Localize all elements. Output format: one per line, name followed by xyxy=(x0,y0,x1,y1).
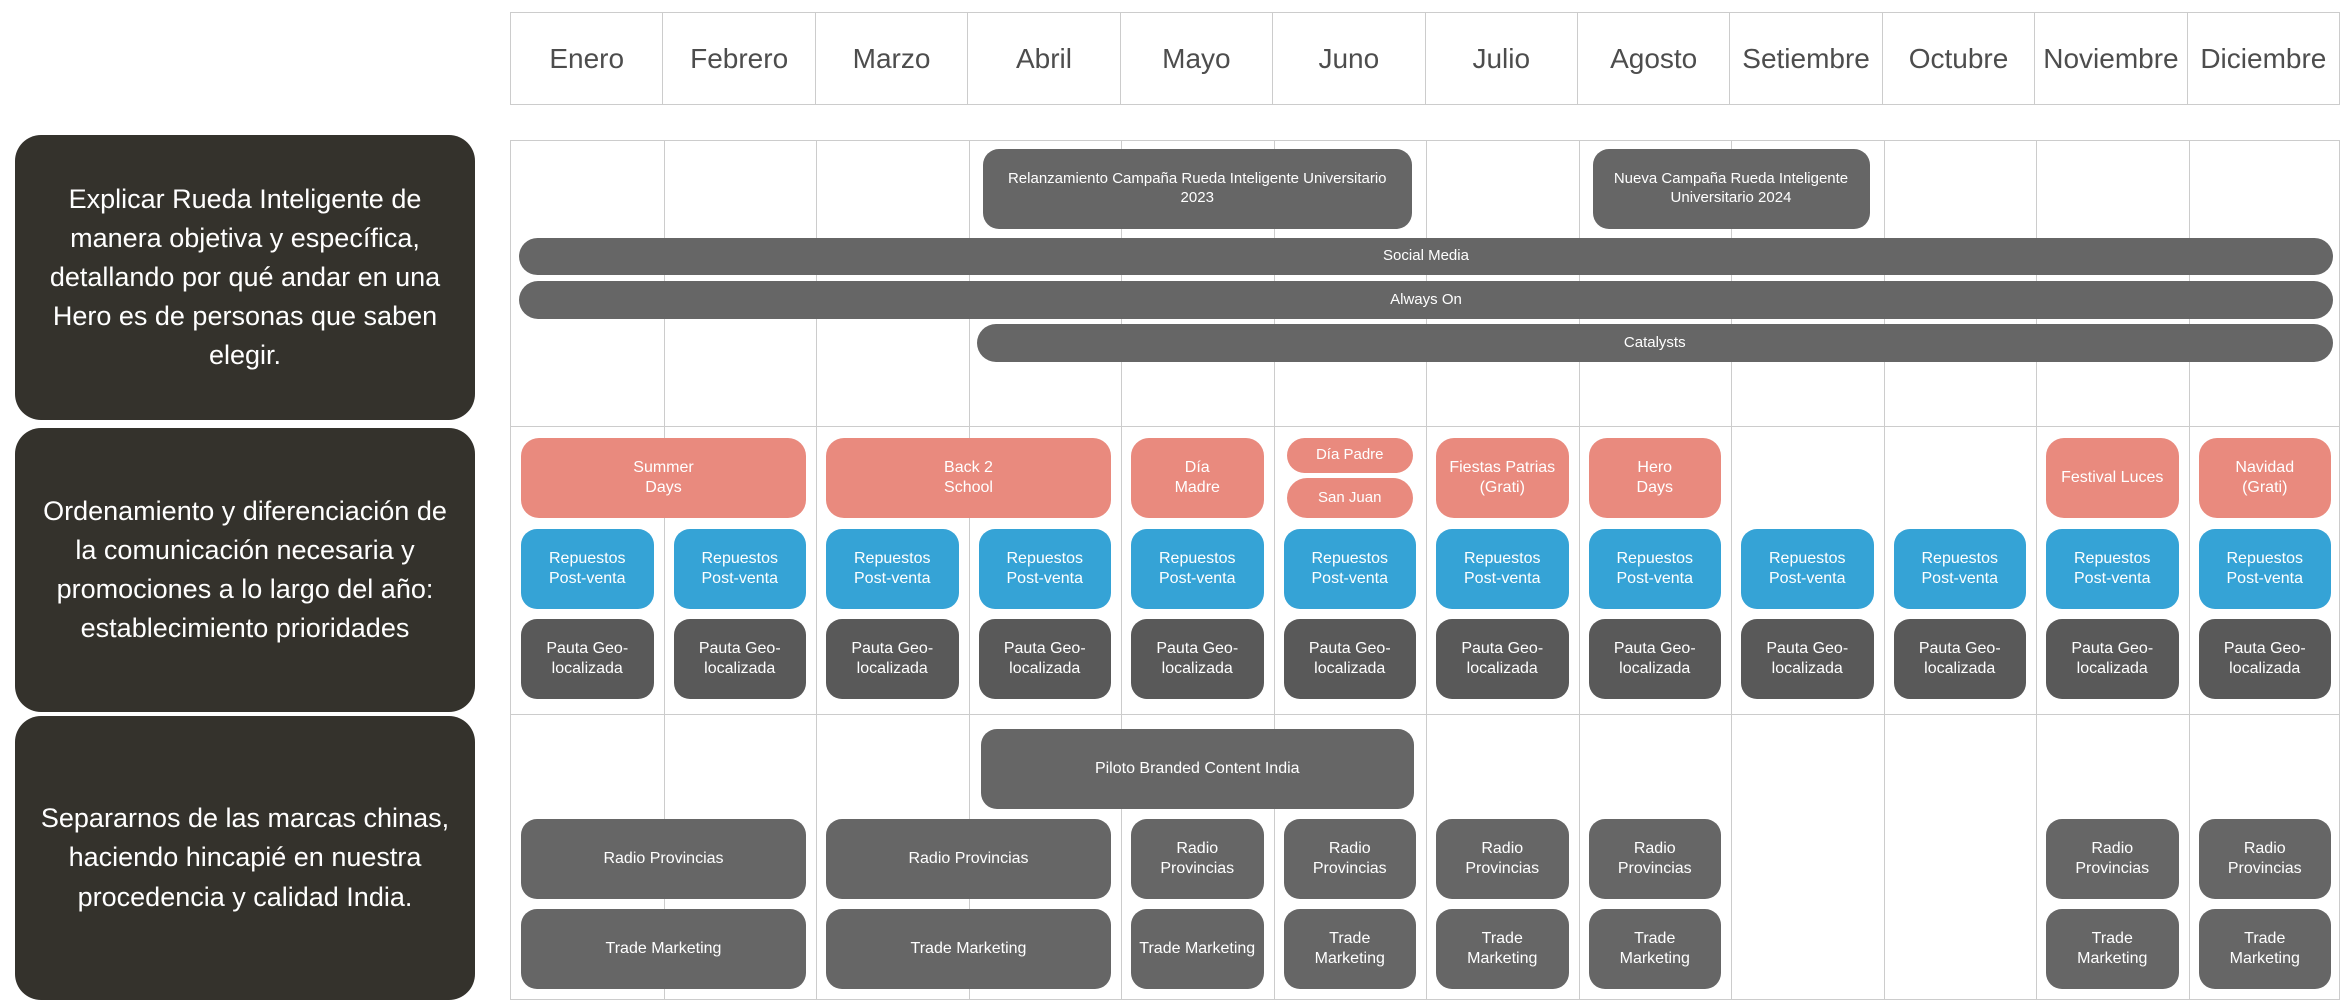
repuestos-post-venta-11-box: Repuestos Post-venta xyxy=(2046,529,2179,609)
trade-marketing-ene-feb-box: Trade Marketing xyxy=(521,909,806,989)
pauta-geo-localizada-5-box: Pauta Geo- localizada xyxy=(1131,619,1264,699)
trade-marketing-mar-abr-box: Trade Marketing xyxy=(826,909,1111,989)
grid-column-line xyxy=(1883,141,1885,999)
navidad-grati-box: Navidad (Grati) xyxy=(2198,438,2331,518)
repuestos-post-venta-5-box: Repuestos Post-venta xyxy=(1131,529,1264,609)
radio-provincias-ago-box: Radio Provincias xyxy=(1588,819,1721,899)
month-header-12: Diciembre xyxy=(2200,42,2327,74)
objective-text: Explicar Rueda Inteligente de manera obj… xyxy=(49,183,441,371)
grid-column-line xyxy=(968,141,970,999)
repuestos-post-venta-8-box: Repuestos Post-venta xyxy=(1588,529,1721,609)
month-header-2: Febrero xyxy=(663,13,816,104)
radio-provincias-dic-box: Radio Provincias xyxy=(2198,819,2331,899)
objective-card-origin: Separarnos de las marcas chinas, haciend… xyxy=(15,716,475,1000)
month-header-6: Juno xyxy=(1273,13,1426,104)
back-2-school-box: Back 2 School xyxy=(826,438,1111,518)
fiestas-patrias-grati-box: Fiestas Patrias (Grati) xyxy=(1436,438,1569,518)
social-media-bar-box: Social Media xyxy=(519,238,2333,275)
radio-provincias-jun-box: Radio Provincias xyxy=(1283,819,1416,899)
pauta-geo-localizada-6-box: Pauta Geo- localizada xyxy=(1283,619,1416,699)
grid-column-line xyxy=(2036,141,2037,999)
pauta-geo-localizada-3-box: Pauta Geo- localizada xyxy=(826,619,959,699)
grid-column-line xyxy=(1121,141,1122,999)
hero-days-box: Hero Days xyxy=(1588,438,1721,518)
repuestos-post-venta-7-box: Repuestos Post-venta xyxy=(1436,529,1569,609)
pauta-geo-localizada-7-box: Pauta Geo- localizada xyxy=(1436,619,1569,699)
pauta-geo-localizada-12-box: Pauta Geo- localizada xyxy=(2198,619,2331,699)
always-on-bar-box: Always On xyxy=(519,281,2333,319)
month-header-5: Mayo xyxy=(1121,13,1274,104)
repuestos-post-venta-1-box: Repuestos Post-venta xyxy=(521,529,654,609)
radio-provincias-may-box: Radio Provincias xyxy=(1131,819,1264,899)
dia-madre-box: Día Madre xyxy=(1131,438,1264,518)
piloto-branded-content-india-box: Piloto Branded Content India xyxy=(980,729,1414,809)
san-juan-box: San Juan xyxy=(1286,478,1413,518)
calendar-grid: Relanzamiento Campaña Rueda Inteligente … xyxy=(510,140,2340,1000)
radio-provincias-jul-box: Radio Provincias xyxy=(1436,819,1569,899)
month-header-7: Julio xyxy=(1426,13,1578,104)
grid-column-line xyxy=(1731,141,1732,999)
repuestos-post-venta-10-box: Repuestos Post-venta xyxy=(1893,529,2026,609)
repuestos-post-venta-12-box: Repuestos Post-venta xyxy=(2198,529,2331,609)
month-header-10: Octubre xyxy=(1883,13,2036,104)
trade-marketing-jun-box: Trade Marketing xyxy=(1283,909,1416,989)
summer-days-box: Summer Days xyxy=(521,438,806,518)
repuestos-post-venta-6-box: Repuestos Post-venta xyxy=(1283,529,1416,609)
radio-provincias-mar-abr-box: Radio Provincias xyxy=(826,819,1111,899)
month-header-1: Enero xyxy=(511,13,664,104)
pauta-geo-localizada-10-box: Pauta Geo- localizada xyxy=(1893,619,2026,699)
nueva-campana-2024-box: Nueva Campaña Rueda Inteligente Universi… xyxy=(1592,149,1870,229)
pauta-geo-localizada-8-box: Pauta Geo- localizada xyxy=(1588,619,1721,699)
grid-column-line xyxy=(2188,141,2190,999)
repuestos-post-venta-4-box: Repuestos Post-venta xyxy=(978,529,1111,609)
pauta-geo-localizada-1-box: Pauta Geo- localizada xyxy=(521,619,654,699)
grid-band-line xyxy=(511,426,2339,427)
objective-card-communication: Ordenamiento y diferenciación de la comu… xyxy=(15,428,475,712)
objective-text: Separarnos de las marcas chinas, haciend… xyxy=(40,803,450,912)
catalysts-bar-box: Catalysts xyxy=(976,324,2333,362)
month-header-4: Abril xyxy=(968,13,1121,104)
relanzamiento-campana-2023-box: Relanzamiento Campaña Rueda Inteligente … xyxy=(982,149,1412,229)
grid-column-line xyxy=(1578,141,1580,999)
trade-marketing-jul-box: Trade Marketing xyxy=(1436,909,1569,989)
pauta-geo-localizada-4-box: Pauta Geo- localizada xyxy=(978,619,1111,699)
trade-marketing-dic-box: Trade Marketing xyxy=(2198,909,2331,989)
festival-luces-box: Festival Luces xyxy=(2046,438,2179,518)
trade-marketing-nov-box: Trade Marketing xyxy=(2046,909,2179,989)
month-header-11: Noviembre xyxy=(2035,13,2188,104)
trade-marketing-may-box: Trade Marketing xyxy=(1131,909,1264,989)
dia-padre-box: Día Padre xyxy=(1286,438,1413,473)
pauta-geo-localizada-2-box: Pauta Geo- localizada xyxy=(673,619,806,699)
grid-band-line xyxy=(511,714,2339,715)
objective-card-brand: Explicar Rueda Inteligente de manera obj… xyxy=(15,135,475,420)
grid-column-line xyxy=(816,141,817,999)
repuestos-post-venta-9-box: Repuestos Post-venta xyxy=(1741,529,1874,609)
grid-column-line xyxy=(663,141,665,999)
grid-column-line xyxy=(1426,141,1427,999)
radio-provincias-nov-box: Radio Provincias xyxy=(2046,819,2179,899)
repuestos-post-venta-3-box: Repuestos Post-venta xyxy=(826,529,959,609)
repuestos-post-venta-2-box: Repuestos Post-venta xyxy=(673,529,806,609)
pauta-geo-localizada-9-box: Pauta Geo- localizada xyxy=(1741,619,1874,699)
objective-text: Ordenamiento y diferenciación de la comu… xyxy=(43,495,447,644)
pauta-geo-localizada-11-box: Pauta Geo- localizada xyxy=(2046,619,2179,699)
trade-marketing-ago-box: Trade Marketing xyxy=(1588,909,1721,989)
month-header-9: Setiembre xyxy=(1730,13,1883,104)
month-header-3: Marzo xyxy=(816,13,969,104)
grid-column-line xyxy=(1273,141,1275,999)
month-header-8: Agosto xyxy=(1578,13,1731,104)
radio-provincias-ene-feb-box: Radio Provincias xyxy=(521,819,806,899)
